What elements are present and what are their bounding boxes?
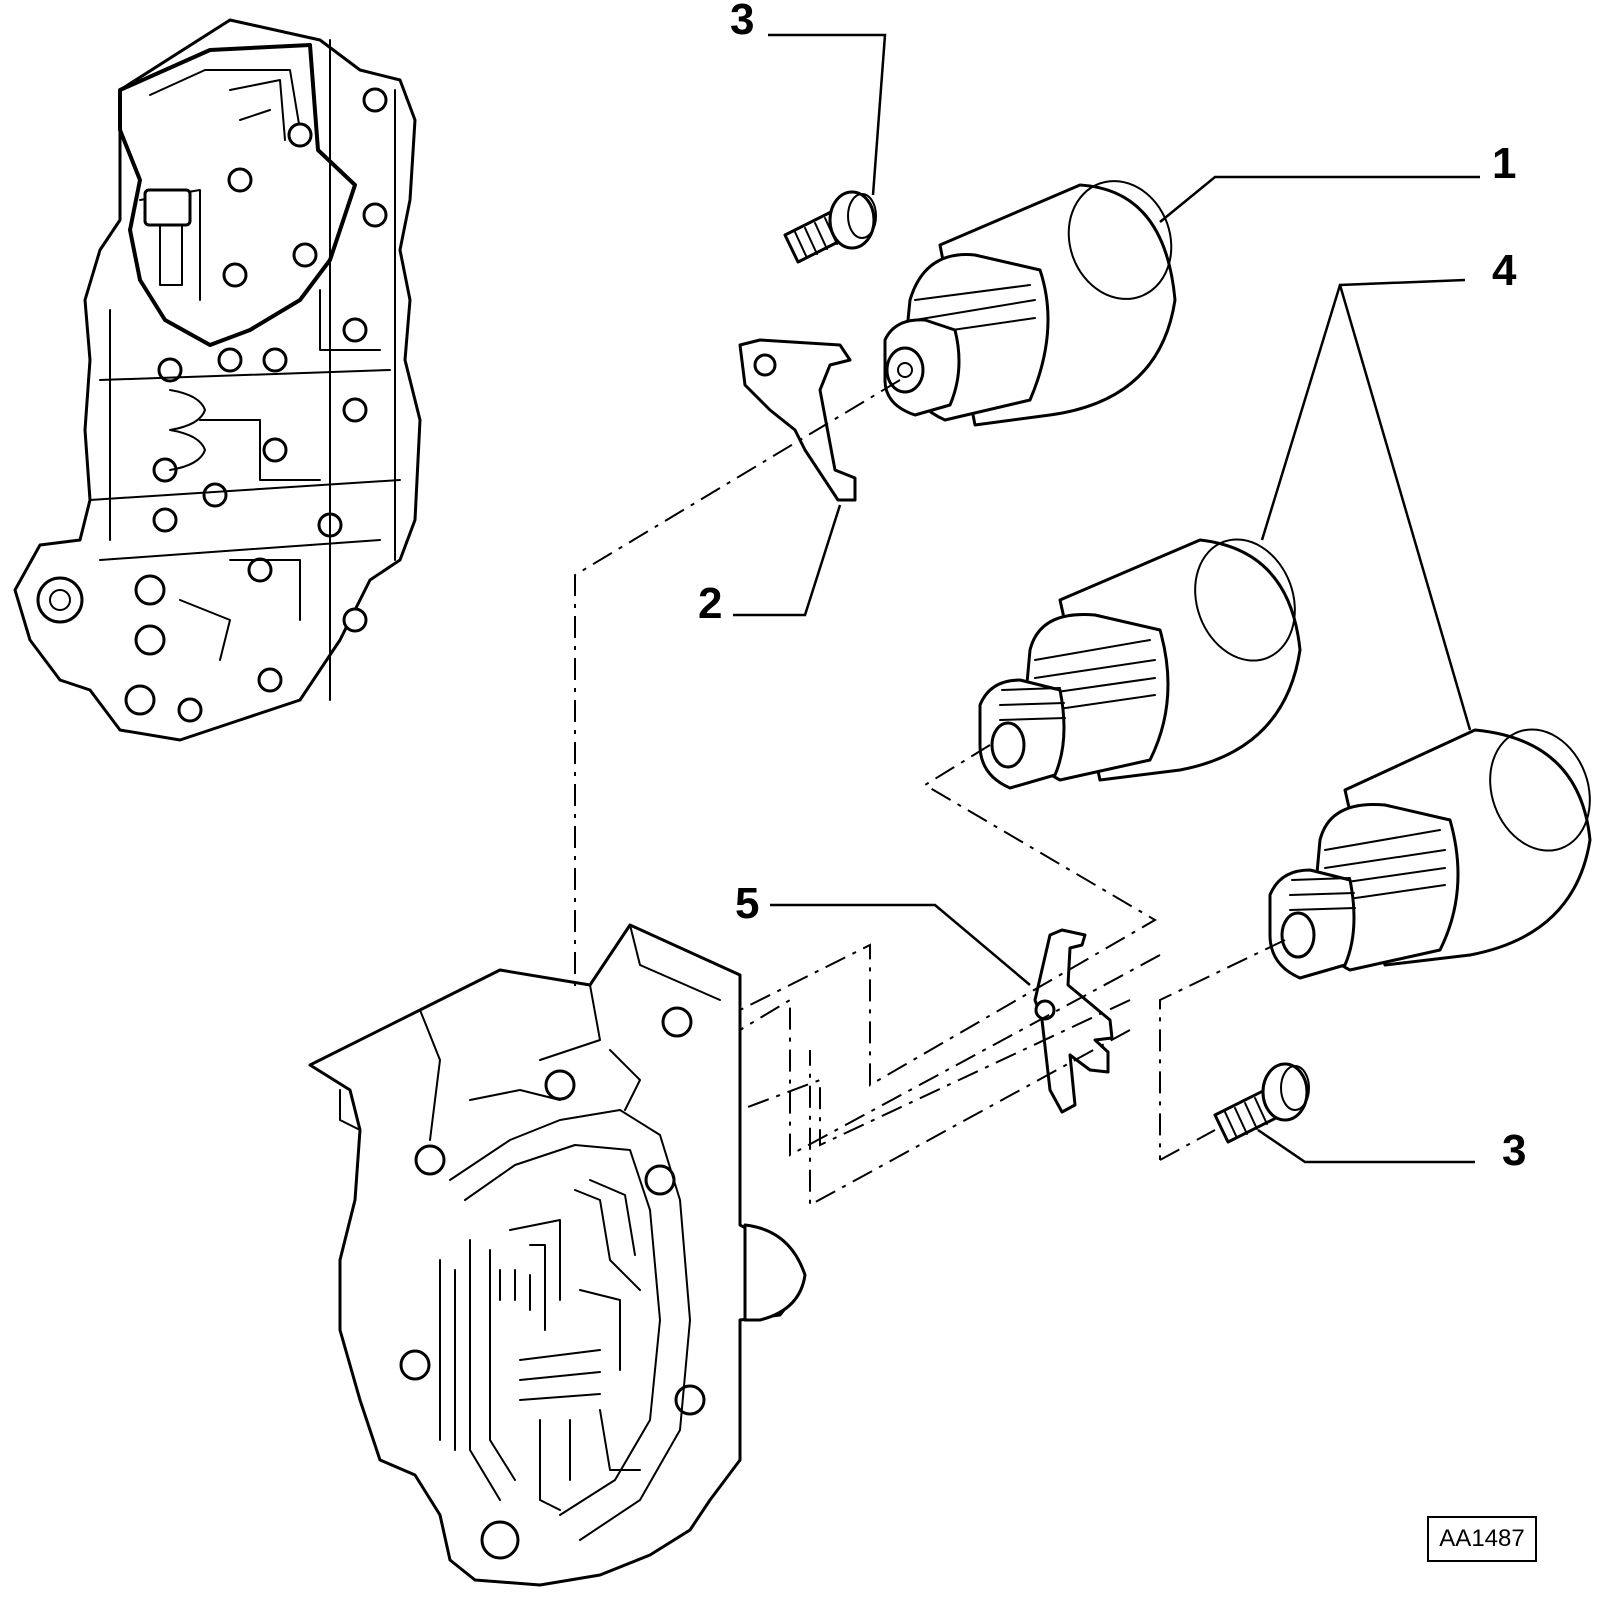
reference-code-label: AA1487 <box>1427 1516 1537 1562</box>
solenoid-4-bottom <box>1268 728 1592 980</box>
callout-3-bottom: 3 <box>1502 1126 1526 1175</box>
callout-2: 2 <box>698 579 722 628</box>
valve-body-assembly-inset <box>13 18 422 742</box>
callout-4: 4 <box>1492 246 1517 295</box>
callouts: 3 1 4 2 5 3 <box>698 0 1526 1175</box>
leader-lines <box>733 33 1480 1164</box>
solenoid-1 <box>883 180 1177 427</box>
solenoid-4-middle <box>978 538 1302 790</box>
screw-bottom <box>1213 1062 1310 1144</box>
callout-1: 1 <box>1492 139 1516 188</box>
assembly-dashed-lines <box>574 379 1286 1207</box>
valve-body-plate <box>308 923 807 1587</box>
retaining-clip-2 <box>738 338 857 502</box>
callout-5: 5 <box>735 879 759 928</box>
callout-3-top: 3 <box>730 0 754 44</box>
screw-top <box>783 190 877 264</box>
retaining-clip-5 <box>1033 928 1114 1114</box>
